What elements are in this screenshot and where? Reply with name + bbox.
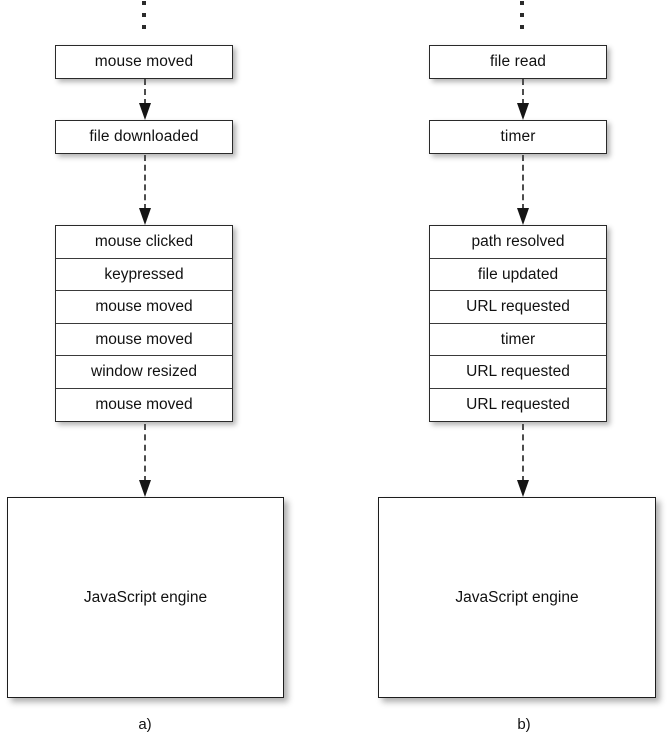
queue-row[interactable]: file updated [430, 259, 606, 291]
arrow-stem [144, 79, 146, 105]
queue-row[interactable]: URL requested [430, 291, 606, 324]
queue-row[interactable]: keypressed [56, 259, 232, 291]
queue-row[interactable]: mouse moved [56, 291, 232, 324]
ellipsis-dot [142, 13, 146, 17]
panel-caption: b) [517, 716, 531, 733]
arrow-connector [138, 155, 152, 225]
arrow-stem [144, 155, 146, 210]
queue-row-label: mouse moved [95, 330, 193, 348]
queue-row[interactable]: timer [430, 324, 606, 356]
queue-row[interactable]: window resized [56, 356, 232, 389]
incoming-event-label: file downloaded [89, 128, 199, 146]
event-queue-box: mouse clicked keypressed mouse moved mou… [55, 225, 233, 422]
ellipsis-dot [520, 13, 524, 17]
arrow-stem [522, 155, 524, 210]
vertical-ellipsis-icon [141, 0, 149, 34]
queue-row[interactable]: mouse moved [56, 324, 232, 356]
ellipsis-dot [142, 1, 146, 5]
arrow-stem [522, 79, 524, 105]
vertical-ellipsis-icon [519, 0, 527, 34]
incoming-event-box[interactable]: file downloaded [55, 120, 233, 154]
incoming-event-box[interactable]: timer [429, 120, 607, 154]
ellipsis-dot [520, 25, 524, 29]
arrow-connector [138, 79, 152, 120]
arrow-head-icon [516, 480, 529, 497]
arrow-head-icon [138, 480, 151, 497]
queue-row-label: file updated [477, 265, 559, 283]
ellipsis-dot [520, 1, 524, 5]
queue-row[interactable]: URL requested [430, 356, 606, 389]
queue-row-label: mouse moved [95, 396, 193, 413]
queue-row-label: timer [500, 330, 536, 348]
arrow-head-icon [138, 103, 151, 120]
javascript-engine-box[interactable]: JavaScript engine [378, 497, 656, 698]
arrow-connector [138, 424, 152, 497]
arrow-connector [516, 79, 530, 120]
queue-row[interactable]: mouse moved [56, 389, 232, 422]
incoming-event-box[interactable]: file read [429, 45, 607, 79]
queue-row-label: path resolved [471, 233, 565, 250]
arrow-head-icon [516, 103, 529, 120]
queue-row[interactable]: path resolved [430, 226, 606, 259]
incoming-event-label: file read [489, 53, 547, 71]
javascript-engine-box[interactable]: JavaScript engine [7, 497, 284, 698]
queue-row[interactable]: mouse clicked [56, 226, 232, 259]
event-queue-box: path resolved file updated URL requested… [429, 225, 607, 422]
queue-row-label: URL requested [466, 396, 570, 413]
queue-row-label: keypressed [104, 265, 184, 283]
panel-b: file read timer path resolved file updat… [335, 0, 669, 748]
queue-row-label: window resized [91, 363, 197, 380]
arrow-connector [516, 155, 530, 225]
arrow-stem [522, 424, 524, 482]
ellipsis-dot [142, 25, 146, 29]
queue-row-label: mouse clicked [94, 233, 194, 250]
arrow-head-icon [138, 208, 151, 225]
queue-row-label: mouse moved [95, 298, 193, 315]
panel-a: mouse moved file downloaded mouse clicke… [0, 0, 334, 748]
incoming-event-label: mouse moved [94, 53, 194, 71]
incoming-event-box[interactable]: mouse moved [55, 45, 233, 79]
javascript-engine-label: JavaScript engine [455, 588, 579, 606]
arrow-connector [516, 424, 530, 497]
queue-row-label: URL requested [466, 363, 570, 380]
incoming-event-label: timer [500, 128, 536, 146]
arrow-head-icon [516, 208, 529, 225]
queue-row[interactable]: URL requested [430, 389, 606, 422]
queue-row-label: URL requested [466, 298, 570, 315]
panel-caption: a) [138, 716, 152, 733]
arrow-stem [144, 424, 146, 482]
javascript-engine-label: JavaScript engine [83, 588, 208, 606]
